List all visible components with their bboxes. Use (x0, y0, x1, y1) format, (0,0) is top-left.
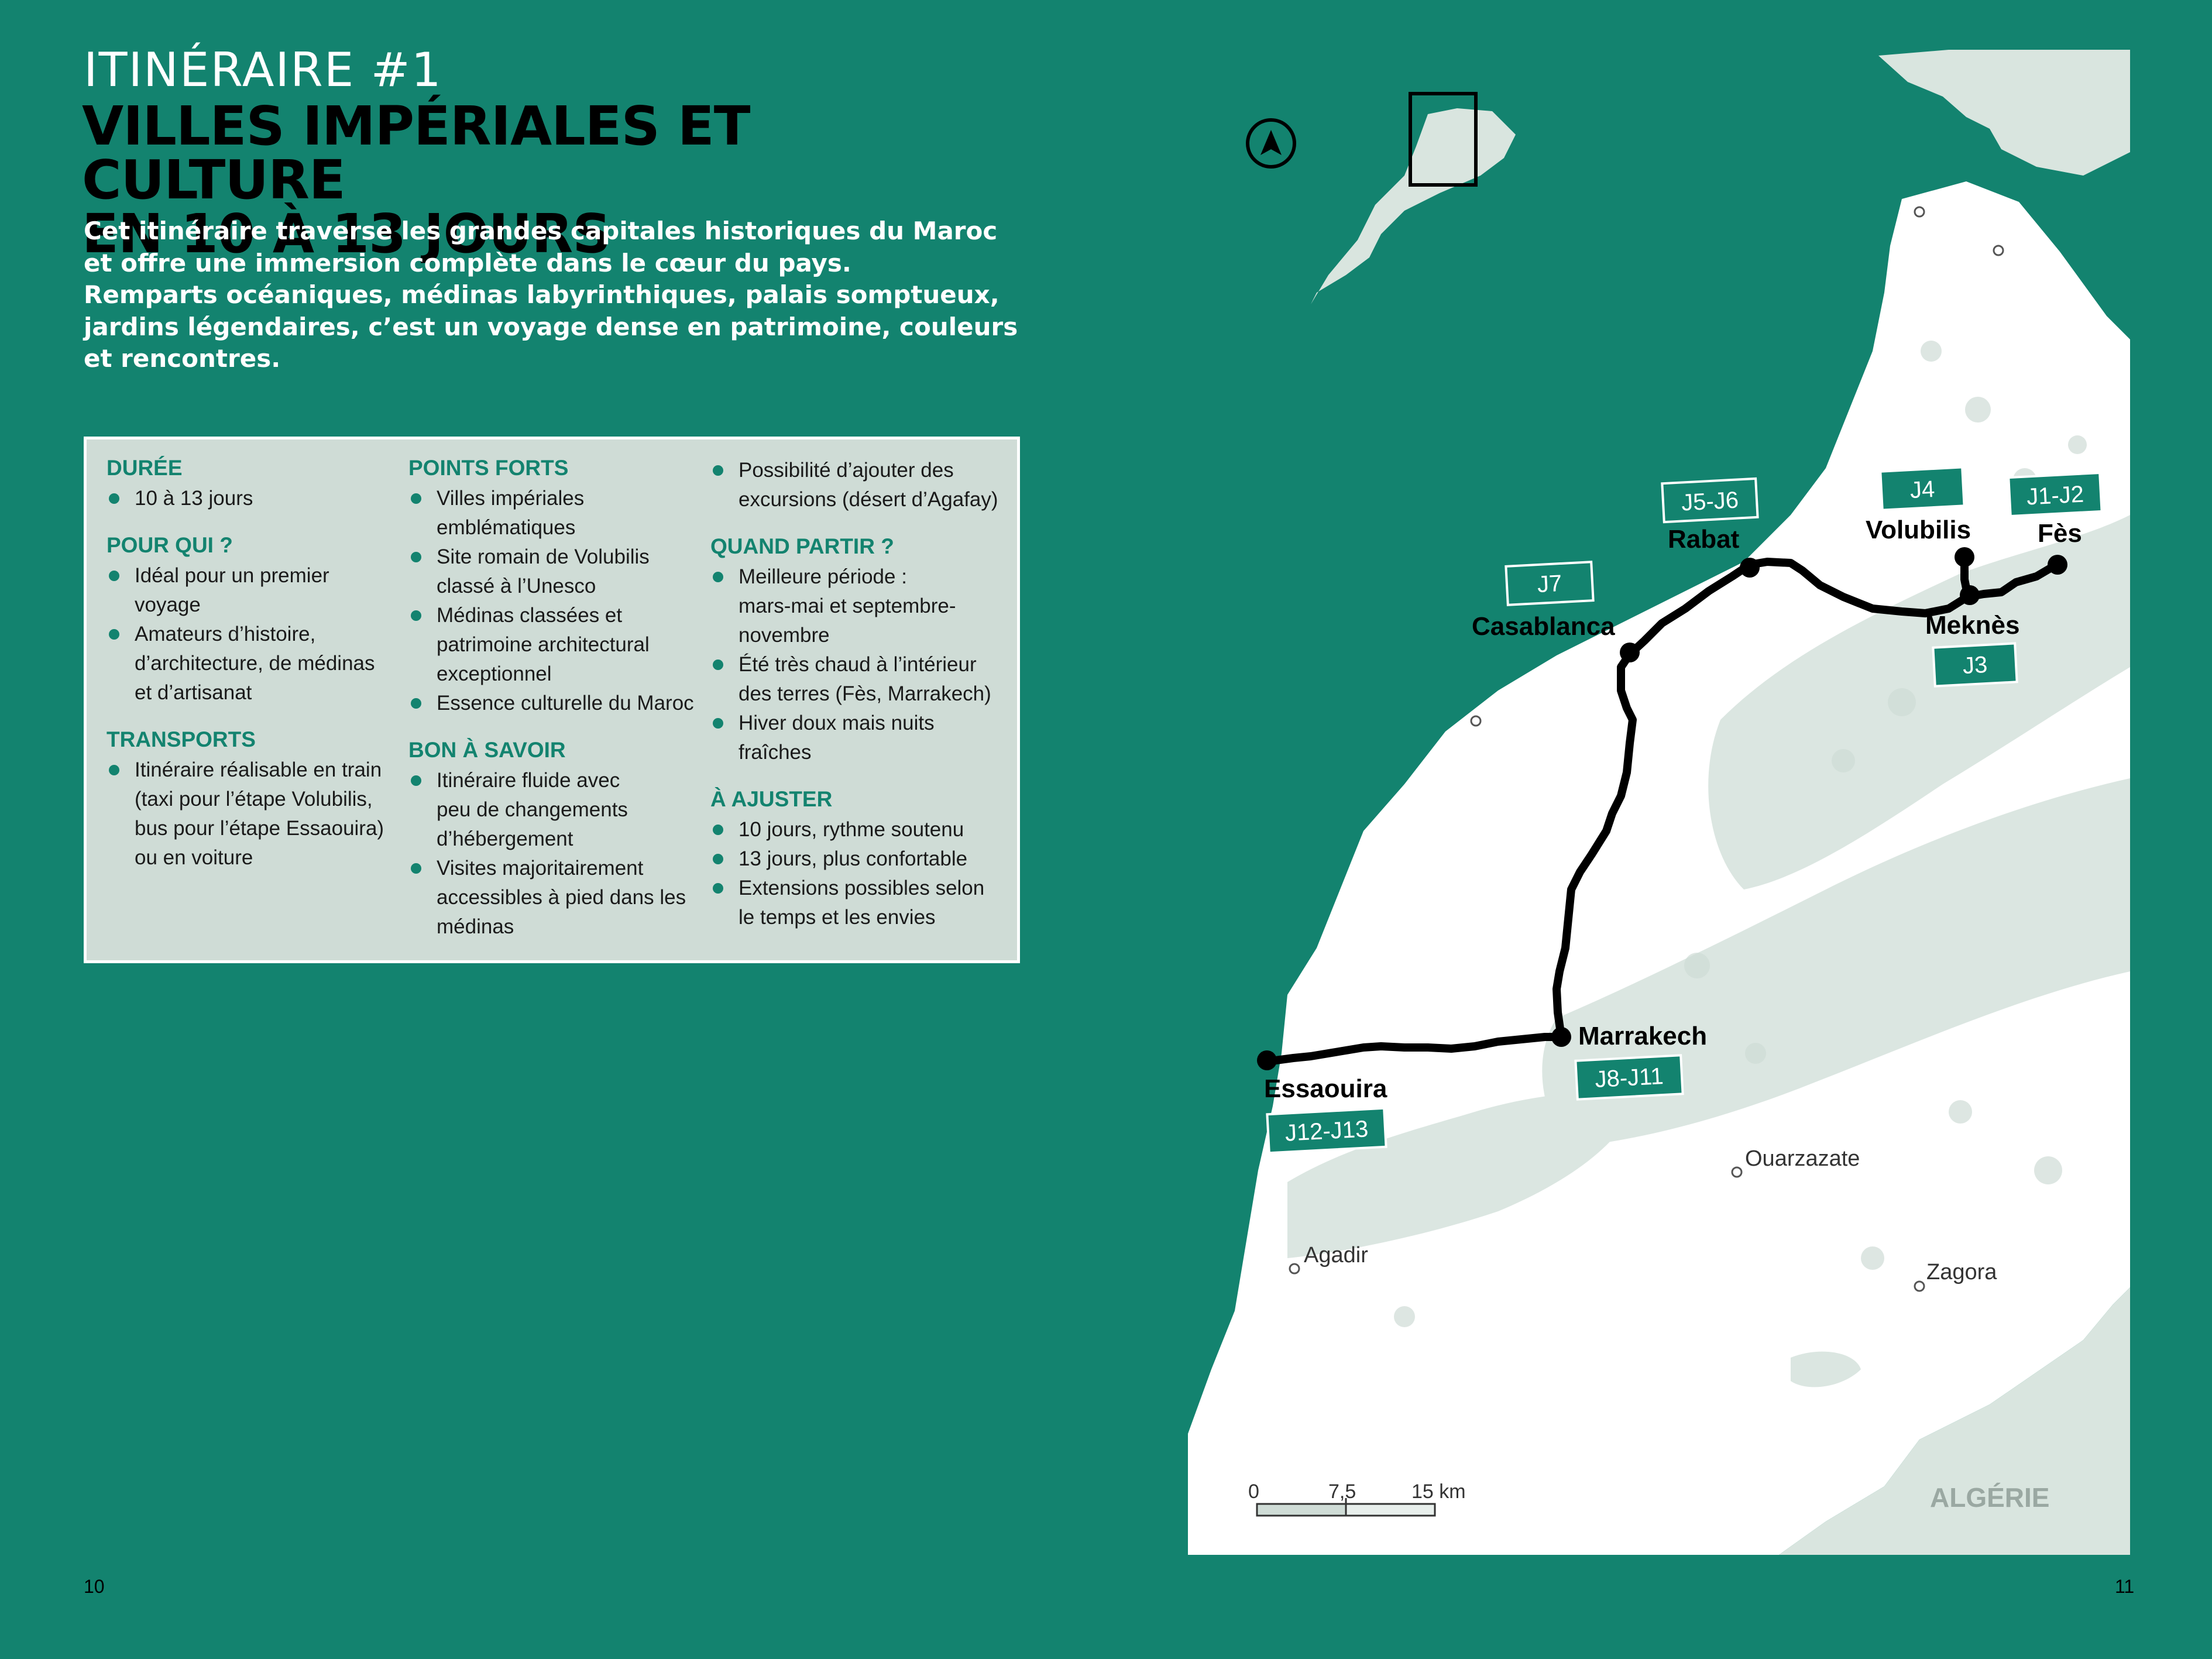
list-a-ajuster: 10 jours, rythme soutenu 13 jours, plus … (710, 815, 1015, 932)
stop-dot-casablanca (1620, 643, 1640, 662)
title-line-1: VILLES IMPÉRIALES ET CULTURE (82, 95, 751, 211)
list-quand-partir: Meilleure période :mars-mai et septembre… (710, 562, 1015, 767)
list-item: Essence culturelle du Maroc (408, 689, 713, 718)
stop-labels: Rabat Volubilis Fès Casablanca Meknès Ma… (1264, 516, 2082, 1103)
section-title-quand-partir: QUAND PARTIR ? (710, 534, 894, 558)
label-agadir: Agadir (1304, 1243, 1368, 1268)
label-ouarzazate: Ouarzazate (1745, 1146, 1860, 1171)
list-item: 13 jours, plus confortable (710, 844, 1015, 874)
town-markers (1289, 206, 2004, 1292)
intro-line: Remparts océaniques, médinas labyrinthiq… (84, 280, 999, 310)
page-number-left: 10 (84, 1576, 105, 1597)
tag-casablanca: J7 (1537, 571, 1562, 597)
stop-dots (1257, 547, 2067, 1070)
list-item: Amateurs d’histoire,d’architecture, de m… (107, 620, 399, 707)
label-rabat: Rabat (1668, 525, 1740, 554)
list-item: Meilleure période :mars-mai et septembre… (710, 562, 1015, 650)
town-marker-ouarzazate (1731, 1166, 1743, 1178)
town-marker-agadir (1289, 1263, 1300, 1275)
tag-volubilis: J4 (1909, 476, 1935, 503)
tag-marrakech: J8-J11 (1594, 1063, 1664, 1093)
list-item: 10 à 13 jours (107, 484, 399, 513)
inset-map (1311, 92, 1516, 304)
list-item: 10 jours, rythme soutenu (710, 815, 1015, 844)
section-title-a-ajuster: À AJUSTER (710, 787, 833, 811)
stop-dot-rabat (1740, 558, 1760, 578)
tag-essaouira: J12-J13 (1284, 1116, 1369, 1146)
intro-line: et offre une immersion complète dans le … (84, 248, 851, 277)
list-duree: 10 à 13 jours (107, 484, 399, 513)
label-casablanca: Casablanca (1472, 612, 1615, 641)
stop-dot-volubilis (1955, 547, 1974, 567)
intro-line: et rencontres. (84, 344, 281, 373)
algeria-land (1779, 1287, 2130, 1555)
label-marrakech: Marrakech (1578, 1022, 1707, 1050)
town-labels: Ouarzazate Agadir Zagora (1304, 1146, 1997, 1284)
list-item: Itinéraire réalisable en train(taxi pour… (107, 755, 399, 873)
town-marker (1993, 245, 2004, 256)
scale-label-mid: 7,5 (1328, 1481, 1356, 1503)
scale-label-0: 0 (1248, 1481, 1259, 1503)
tag-rabat: J5-J6 (1681, 487, 1739, 516)
label-meknes: Meknès (1925, 611, 2019, 640)
section-title-pour-qui: POUR QUI ? (107, 533, 233, 557)
section-title-transports: TRANSPORTS (107, 727, 256, 751)
stop-dot-fes (2048, 555, 2067, 575)
stop-dot-essaouira (1257, 1050, 1277, 1070)
intro-line: Cet itinéraire traverse les grandes capi… (84, 217, 998, 245)
tag-fes: J1-J2 (2026, 481, 2084, 510)
inset-frame (1409, 92, 1478, 187)
day-tags: J5-J6 J4 J1-J2 J7 J3 J8-J11 J12-J13 (1266, 466, 2103, 1155)
page-title: VILLES IMPÉRIALES ET CULTURE EN 10 À 13 … (82, 99, 995, 261)
route-line (1263, 558, 2060, 1066)
label-fes: Fès (2038, 519, 2082, 548)
section-title-points-forts: POINTS FORTS (408, 456, 569, 480)
north-arrow-icon (1246, 118, 1296, 169)
label-algeria: ALGÉRIE (1930, 1482, 2049, 1513)
scale-label-max: 15 km (1411, 1481, 1466, 1503)
label-volubilis: Volubilis (1866, 516, 1971, 544)
section-title-duree: DURÉE (107, 456, 183, 480)
relief-texture (1394, 341, 2087, 1327)
title-line-2: EN 10 À 13 JOURS (82, 202, 611, 265)
section-title-bon-a-savoir: BON À SAVOIR (408, 738, 566, 762)
label-essaouira: Essaouira (1264, 1074, 1387, 1103)
town-marker-zagora (1914, 1280, 1925, 1292)
itinerary-kicker: ITINÉRAIRE #1 (84, 43, 442, 97)
intro-line: jardins légendaires, c’est un voyage den… (84, 312, 1018, 341)
stop-dot-meknes (1960, 585, 1980, 605)
relief-patches (1287, 515, 2130, 1387)
scale-bar: 0 7,5 15 km (1248, 1481, 1466, 1517)
list-transports: Itinéraire réalisable en train(taxi pour… (107, 755, 399, 873)
spain-land (1878, 50, 2130, 176)
tag-meknes: J3 (1962, 652, 1988, 679)
page-number-right: 11 (2115, 1576, 2135, 1597)
stop-dot-marrakech (1551, 1027, 1571, 1047)
info-box: DURÉE 10 à 13 jours POUR QUI ? Idéal pou… (84, 437, 1020, 963)
label-zagora: Zagora (1926, 1260, 1997, 1284)
info-column-1: DURÉE 10 à 13 jours POUR QUI ? Idéal pou… (107, 456, 399, 892)
town-marker (1470, 715, 1482, 727)
intro-paragraph: Cet itinéraire traverse les grandes capi… (84, 215, 1020, 375)
town-marker (1914, 206, 1925, 218)
